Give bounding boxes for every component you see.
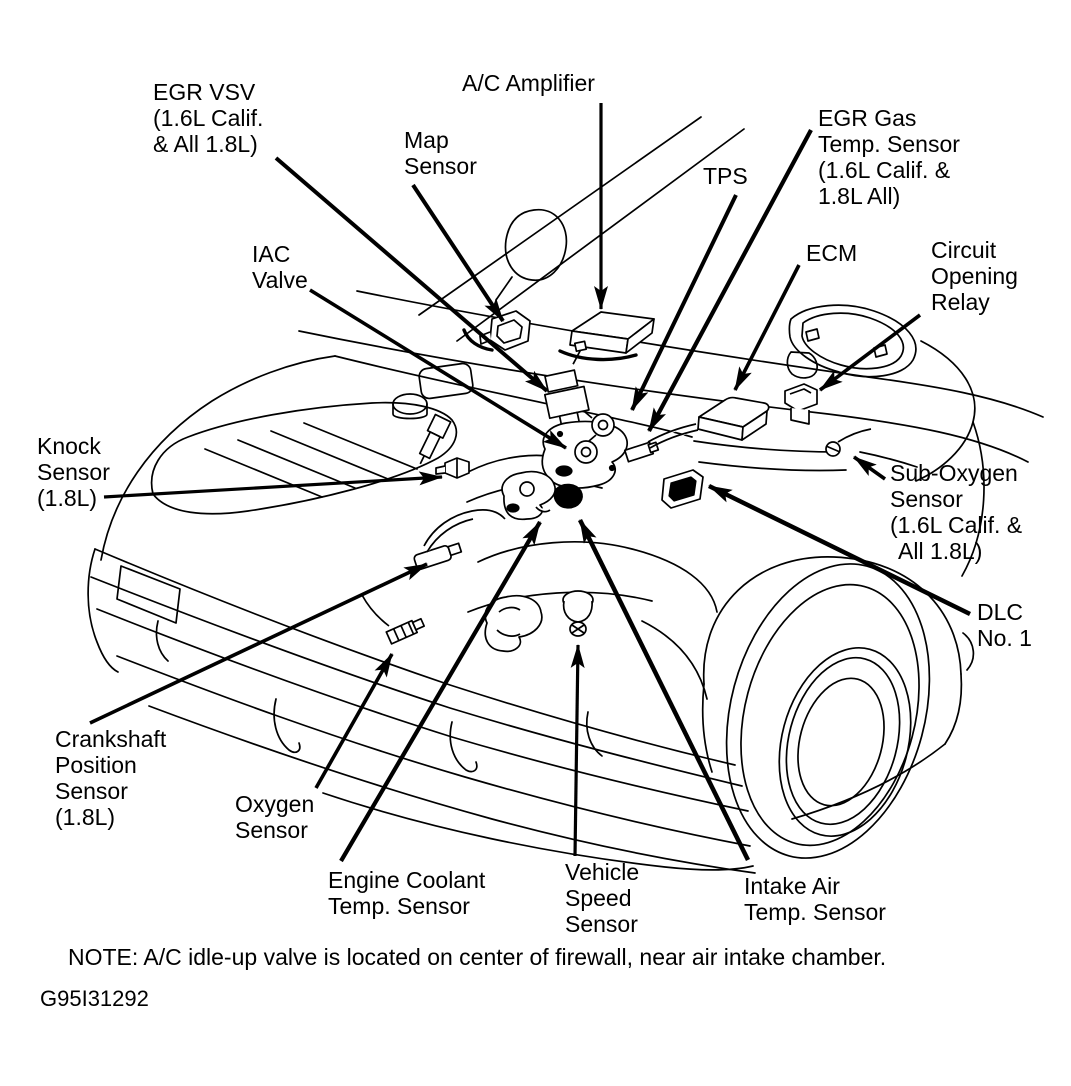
valve-cover	[150, 401, 458, 515]
engine-coolant-temp-sensor-glyph	[501, 470, 556, 521]
ac-amplifier-glyph	[569, 311, 655, 354]
leader-tps	[630, 194, 738, 411]
intake-air-temp-sensor-glyph	[553, 483, 583, 509]
crankshaft-position-sensor-glyph	[413, 509, 506, 571]
note-text: NOTE: A/C idle-up valve is located on ce…	[68, 944, 887, 970]
dlc-glyph	[661, 469, 704, 509]
engine-art	[150, 362, 918, 700]
hub	[797, 677, 885, 807]
bold-accents	[462, 328, 638, 362]
distributor-glyph	[484, 594, 543, 653]
leader-egr-vsv	[274, 156, 549, 393]
label-tps: TPS	[703, 163, 748, 189]
label-ecm: ECM	[806, 240, 857, 266]
leader-knock-sensor	[103, 471, 443, 499]
label-ac-amplifier: A/C Amplifier	[462, 70, 595, 96]
leader-crankshaft-position-sensor	[89, 562, 428, 725]
leader-sub-oxygen-sensor	[852, 455, 887, 481]
injector-glyph	[418, 413, 452, 465]
tire-outer	[725, 563, 931, 859]
leader-intake-air-temp-sensor	[577, 519, 751, 861]
leader-circuit-opening-relay	[818, 313, 922, 392]
ecm-glyph	[697, 396, 770, 441]
leader-egr-gas-temp-sensor	[647, 129, 813, 432]
label-egr-vsv: EGR VSV(1.6L Calif.& All 1.8L)	[153, 79, 263, 157]
figure-id: G95I31292	[40, 986, 149, 1011]
component-glyphs	[361, 310, 872, 653]
instrument-cluster-hood	[788, 304, 917, 378]
coil-box	[418, 362, 474, 400]
knock-sensor-glyph	[435, 457, 470, 479]
leader-vehicle-speed-sensor	[570, 644, 585, 857]
fender-arch	[702, 556, 962, 685]
leader-oxygen-sensor	[314, 653, 394, 789]
wiper-pivot-blob	[504, 208, 568, 281]
exhaust-pipe	[693, 440, 839, 453]
egr-gas-temp-sensor-glyph	[623, 423, 699, 463]
headlight	[116, 565, 181, 624]
front-wheel	[725, 563, 931, 859]
sub-oxygen-sensor-glyph	[825, 428, 872, 457]
leader-map-sensor	[411, 183, 505, 323]
tps-glyph	[584, 411, 615, 442]
leader-iac-valve	[309, 288, 567, 450]
leader-ecm	[733, 264, 801, 391]
rim-outer	[778, 646, 912, 838]
leader-engine-coolant-temp-sensor	[339, 520, 542, 863]
throttle-body-glyph	[541, 420, 628, 489]
vehicle-speed-sensor-glyph	[562, 590, 594, 637]
tire-inner	[740, 583, 920, 847]
leader-dlc-no-1	[708, 483, 971, 617]
circuit-opening-relay-glyph	[784, 383, 818, 425]
oxygen-sensor-glyph	[361, 594, 426, 645]
